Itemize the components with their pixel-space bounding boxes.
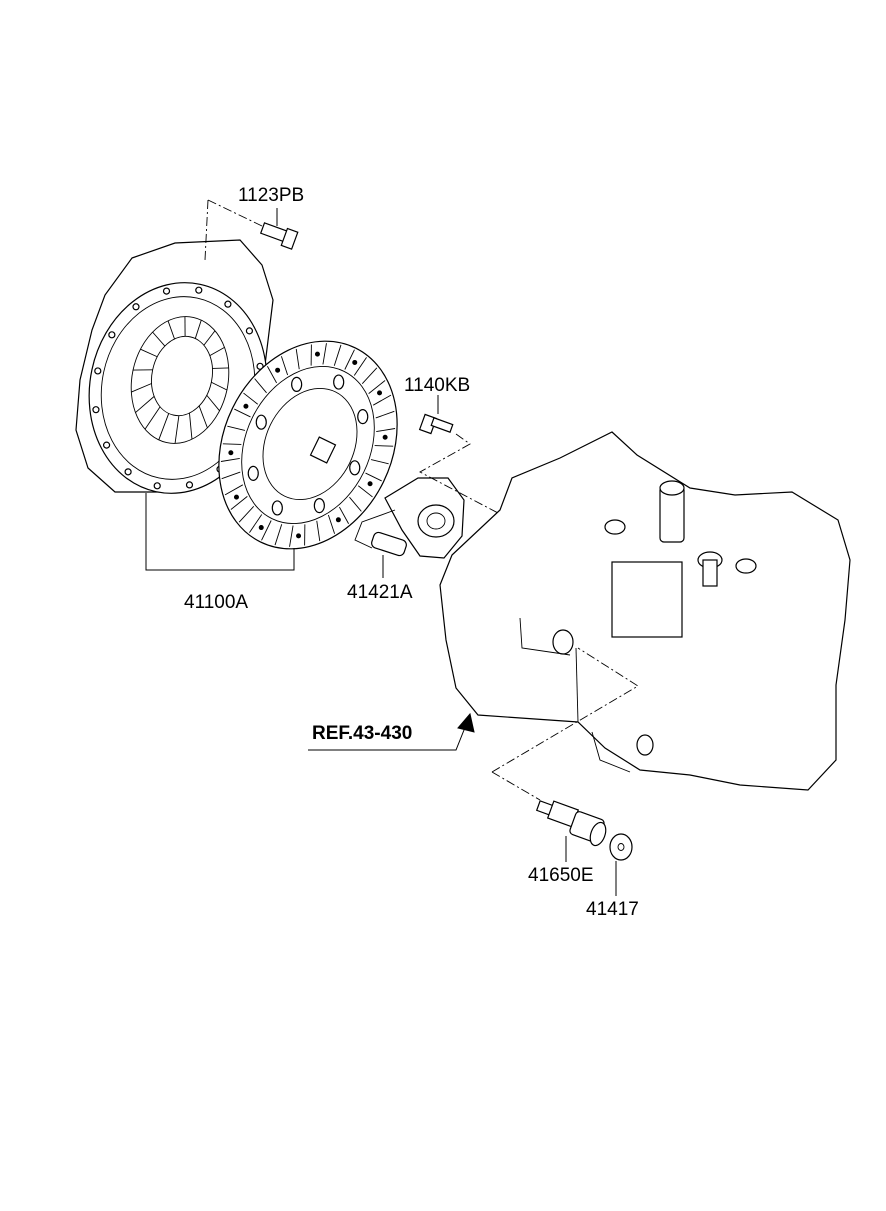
- bolt-1140kb-part: [418, 413, 454, 435]
- leader-ref: [308, 724, 467, 751]
- centerline-sensor: [491, 647, 639, 801]
- clutch-disc-part: [218, 340, 398, 550]
- washer-part: [609, 833, 633, 861]
- label-41421a: 41421A: [347, 582, 413, 603]
- centerline-1140kb: [419, 433, 499, 514]
- label-1140kb: 1140KB: [404, 375, 471, 396]
- bolt-1123pb-part: [259, 222, 299, 250]
- release-cylinder-part: [354, 477, 465, 559]
- speed-sensor-part: [535, 800, 607, 847]
- leader-41100a: [145, 493, 295, 571]
- centerline-1123pb: [204, 199, 263, 261]
- label-41417: 41417: [586, 899, 639, 920]
- ref-arrowhead: [457, 712, 475, 733]
- transmission-housing-part: [439, 431, 851, 791]
- label-1123pb: 1123PB: [238, 185, 305, 206]
- label-41100a: 41100A: [184, 592, 249, 613]
- label-ref-43-430: REF.43-430: [312, 723, 413, 744]
- label-41650e: 41650E: [528, 865, 594, 886]
